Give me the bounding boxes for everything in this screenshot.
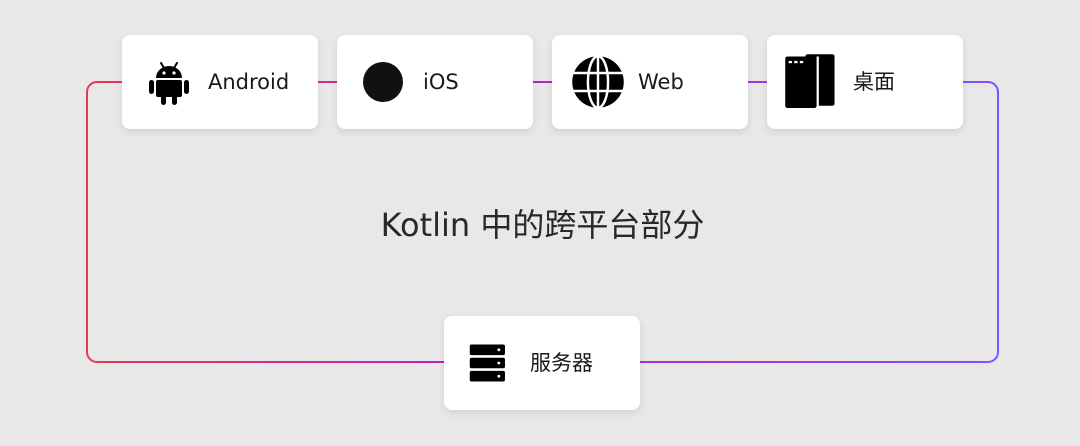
platform-label-desktop: 桌面	[853, 70, 895, 94]
platform-card-web: Web	[552, 35, 748, 129]
platform-label-ios: iOS	[423, 70, 459, 94]
platform-label-web: Web	[638, 70, 684, 94]
desktop-windows-icon	[785, 54, 835, 108]
server-card: 服务器	[444, 316, 640, 410]
android-icon	[149, 62, 189, 105]
diagram-title: Kotlin 中的跨平台部分	[380, 206, 705, 244]
server-label: 服务器	[530, 351, 593, 375]
platform-card-ios: iOS	[337, 35, 533, 129]
server-icon	[469, 344, 505, 382]
ios-circle-icon	[363, 62, 403, 102]
platform-label-android: Android	[208, 70, 290, 94]
platform-card-desktop: 桌面	[767, 35, 963, 129]
platform-card-android: Android	[122, 35, 318, 129]
globe-icon	[572, 55, 624, 109]
